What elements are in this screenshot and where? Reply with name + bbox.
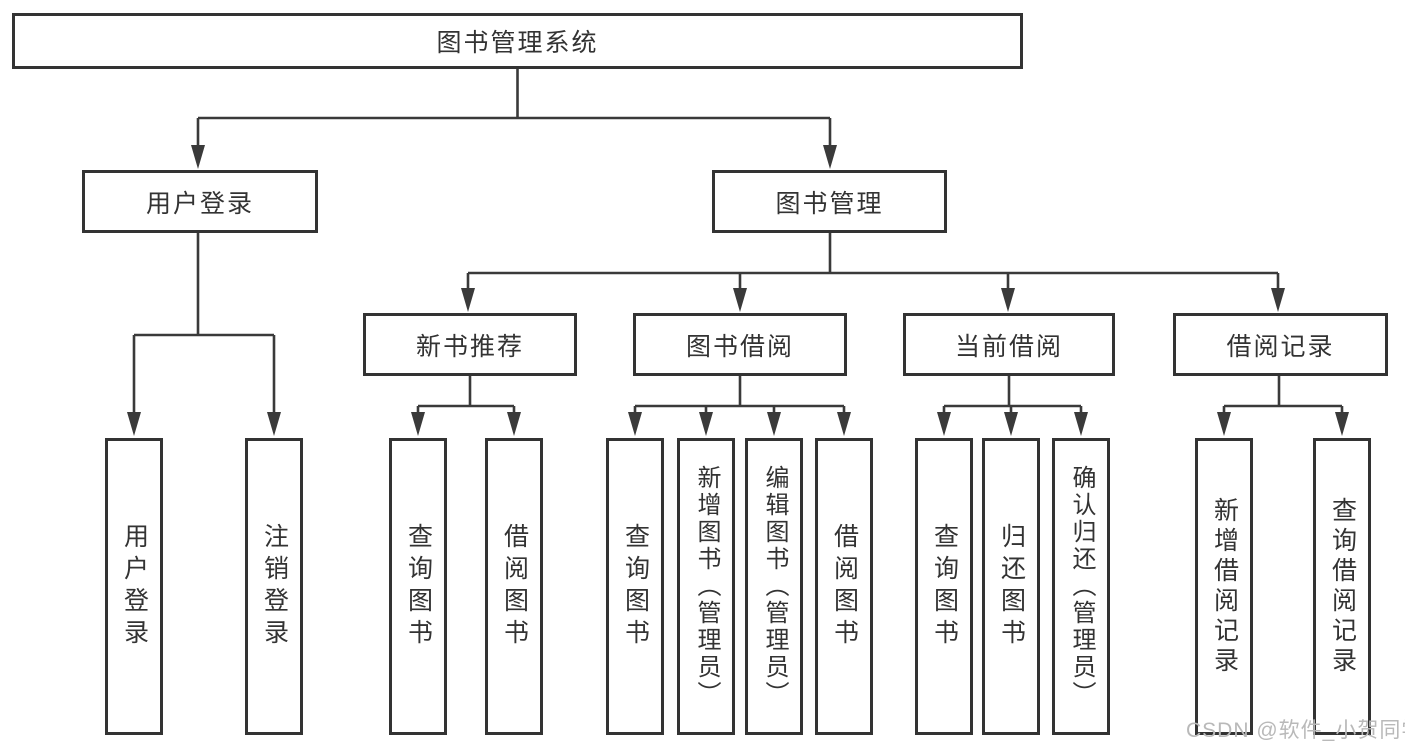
node-leaf-user-login: 用户登录 [105, 438, 163, 735]
node-label: 编辑图书（管理员） [761, 465, 788, 708]
node-leaf-confirm-return: 确认归还（管理员） [1052, 438, 1110, 735]
node-new-book-recommend: 新书推荐 [363, 313, 577, 376]
node-label: 归还图书 [997, 522, 1026, 651]
node-leaf-query-book-1: 查询图书 [389, 438, 447, 735]
node-leaf-logout: 注销登录 [245, 438, 303, 735]
node-leaf-add-borrow-record: 新增借阅记录 [1195, 438, 1253, 735]
node-leaf-add-book: 新增图书（管理员） [677, 438, 735, 735]
node-label: 新增图书（管理员） [693, 465, 720, 708]
node-label: 用户登录 [120, 522, 149, 651]
node-label: 查询图书 [404, 522, 433, 651]
node-leaf-edit-book: 编辑图书（管理员） [745, 438, 803, 735]
node-label: 注销登录 [260, 522, 289, 651]
node-borrow-records: 借阅记录 [1173, 313, 1388, 376]
node-label: 查询图书 [621, 522, 650, 651]
node-label: 查询借阅记录 [1328, 496, 1357, 677]
watermark: CSDN @软件_小贺同学 [1186, 719, 1405, 742]
node-book-borrowing: 图书借阅 [633, 313, 847, 376]
node-user-login: 用户登录 [82, 170, 318, 233]
node-leaf-query-book-3: 查询图书 [915, 438, 973, 735]
node-leaf-return-book: 归还图书 [982, 438, 1040, 735]
node-current-borrowing: 当前借阅 [903, 313, 1115, 376]
node-library-system: 图书管理系统 [12, 13, 1023, 69]
node-leaf-borrow-book-1: 借阅图书 [485, 438, 543, 735]
node-label: 借阅图书 [500, 522, 529, 651]
node-label: 查询图书 [930, 522, 959, 651]
node-label: 确认归还（管理员） [1068, 465, 1095, 708]
node-leaf-query-book-2: 查询图书 [606, 438, 664, 735]
node-leaf-borrow-book-2: 借阅图书 [815, 438, 873, 735]
node-leaf-query-borrow-record: 查询借阅记录 [1313, 438, 1371, 735]
node-label: 新增借阅记录 [1210, 496, 1239, 677]
node-label: 借阅图书 [830, 522, 859, 651]
node-book-management: 图书管理 [712, 170, 947, 233]
